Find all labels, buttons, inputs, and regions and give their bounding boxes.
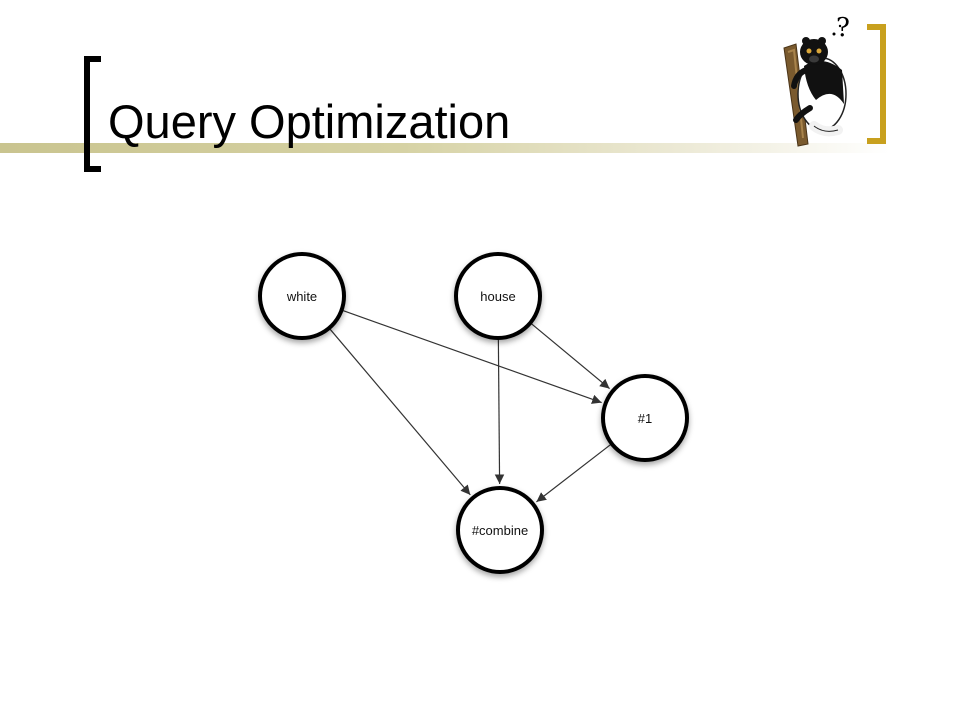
edge-white-to-combine	[328, 327, 471, 496]
edge-house-to-combine	[494, 337, 505, 485]
edge-house-to-n1	[529, 322, 610, 390]
node-circle	[258, 252, 346, 340]
node-n1: #1	[601, 374, 689, 462]
node-circle	[456, 486, 544, 574]
right-bracket-decoration	[867, 24, 886, 144]
node-label: white	[286, 289, 317, 304]
node-label: #1	[638, 411, 652, 426]
node-white: white	[258, 252, 346, 340]
node-label: #combine	[472, 523, 528, 538]
lemur-logo-icon: ?	[783, 13, 850, 147]
nodes-layer: white house #1 #combine	[258, 252, 689, 574]
edges-layer	[328, 309, 613, 503]
node-circle	[454, 252, 542, 340]
node-house: house	[454, 252, 542, 340]
question-mark: ?	[836, 13, 850, 43]
left-bracket-decoration	[84, 56, 101, 172]
edge-n1-to-combine	[536, 443, 613, 503]
node-label: house	[480, 289, 515, 304]
page-title: Query Optimization	[108, 95, 511, 148]
node-circle	[601, 374, 689, 462]
title-underline	[0, 143, 890, 153]
node-combine: #combine	[456, 486, 544, 574]
edge-white-to-n1	[341, 309, 602, 404]
